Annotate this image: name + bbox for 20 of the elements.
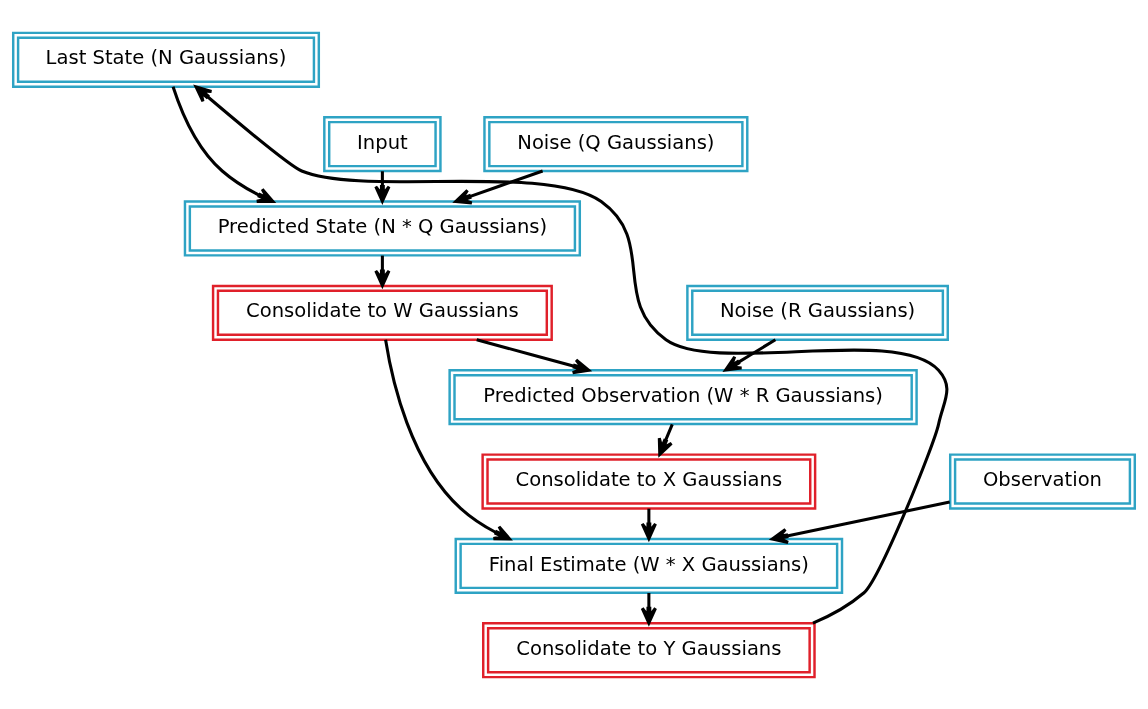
node-box: Final Estimate (W * X Gaussians) [454,537,844,594]
node-box: Input [323,115,442,172]
arrow [454,169,544,204]
node-box: Predicted Observation (W * R Gaussians) [448,368,918,425]
node-box: Consolidate to W Gaussians [211,284,553,341]
arrow [770,500,950,544]
node-box: Last State (N Gaussians) [12,31,321,88]
arrow [171,85,275,203]
node-box: Predicted State (N * Q Gaussians) [183,199,582,257]
arrow [476,337,591,374]
node-box: Consolidate to Y Gaussians [482,621,816,678]
arrow [657,423,674,456]
node-box: Consolidate to X Gaussians [481,452,817,510]
arrow [384,339,512,540]
node-box: Observation [949,452,1136,510]
node-box: Noise (R Gaussians) [686,284,949,341]
arrow [640,592,657,624]
arrow [724,337,777,372]
arrow [194,84,949,624]
node-box: Noise (Q Gaussians) [483,115,749,172]
